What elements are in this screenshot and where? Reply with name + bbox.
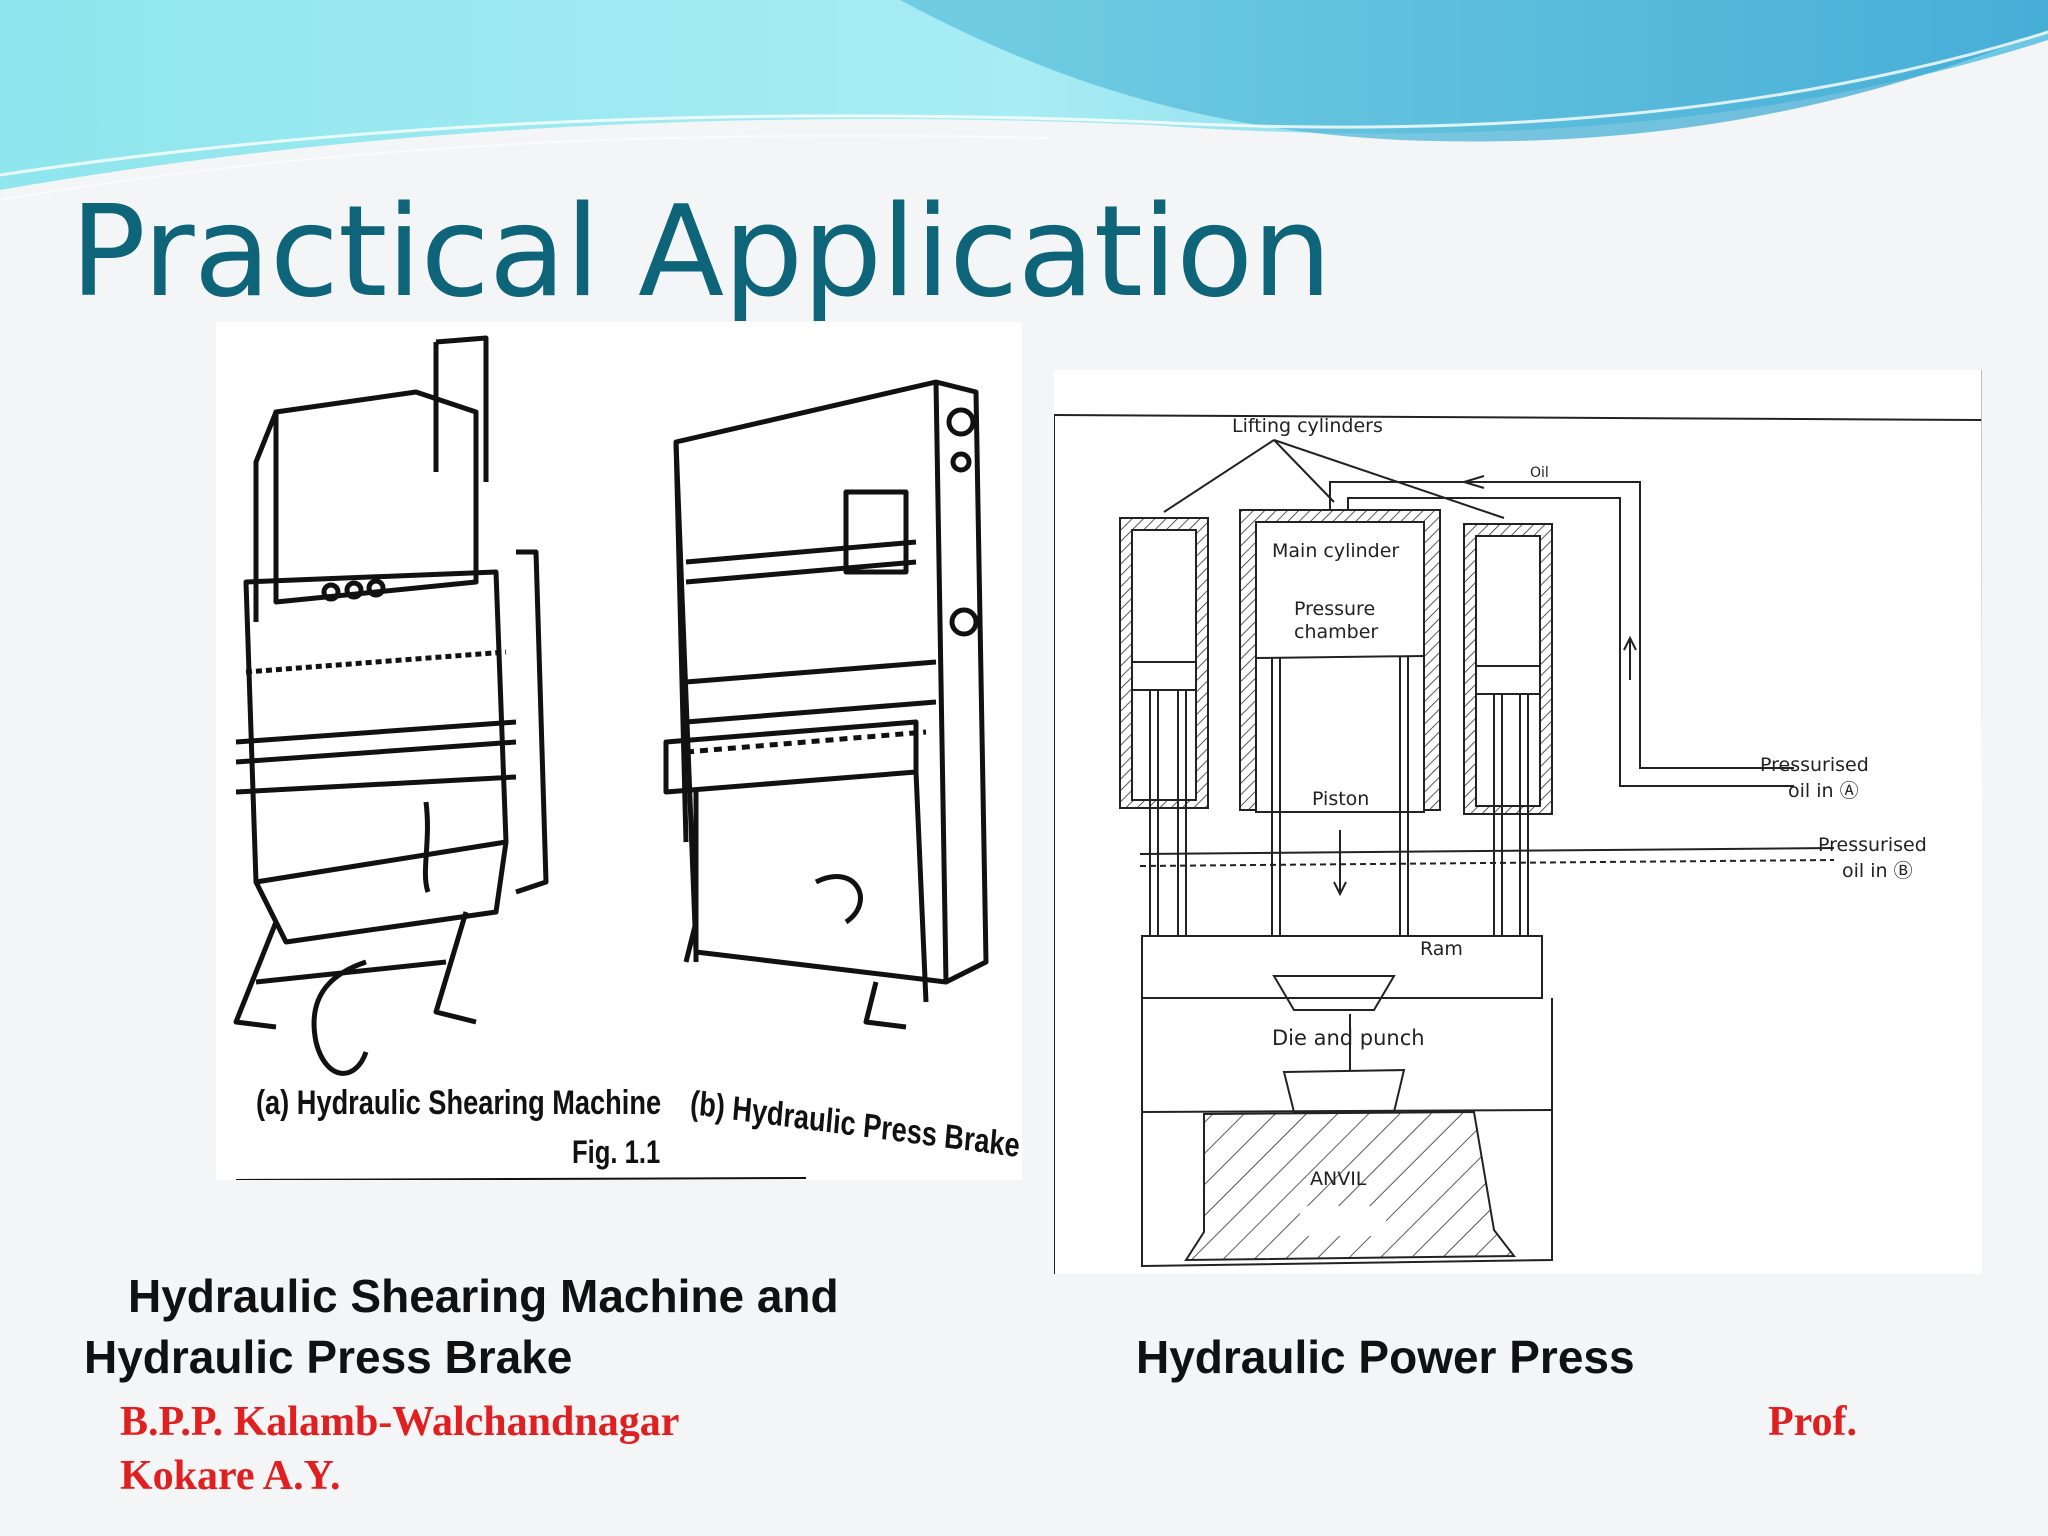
- footer-prof: Prof.: [1768, 1399, 1858, 1445]
- label-a-shearing-machine: (a) Hydraulic Shearing Machine: [256, 1084, 662, 1122]
- label-pressurised-b: Pressurised: [1818, 834, 1927, 856]
- slide-title: Practical Application: [70, 178, 1332, 325]
- label-die-and-punch: Die and punch: [1272, 1026, 1425, 1050]
- label-oil-in-b: oil in Ⓑ: [1842, 860, 1913, 882]
- machine-line-drawing: [233, 335, 989, 1180]
- label-oil: Oil: [1530, 465, 1549, 481]
- label-pressure: Pressure: [1294, 598, 1376, 620]
- label-piston: Piston: [1312, 788, 1370, 810]
- footer-institution: B.P.P. Kalamb-Walchandnagar: [120, 1399, 680, 1445]
- press-schematic: [1054, 370, 1982, 1274]
- footer-author: Kokare A.Y.: [120, 1453, 341, 1499]
- shearing-machine-press-brake-figure: (a) Hydraulic Shearing Machine (b) Hydra…: [216, 322, 1022, 1180]
- caption-left-line1: Hydraulic Shearing Machine and: [128, 1270, 839, 1322]
- caption-left-line2: Hydraulic Press Brake: [84, 1331, 573, 1383]
- label-ram: Ram: [1420, 938, 1463, 960]
- label-oil-in-a: oil in Ⓐ: [1788, 780, 1859, 802]
- figure-number: Fig. 1.1: [572, 1134, 661, 1170]
- header-wave-decoration: [0, 0, 2048, 201]
- label-lifting-cylinders: Lifting cylinders: [1232, 415, 1383, 437]
- caption-right: Hydraulic Power Press: [1136, 1331, 1635, 1383]
- hydraulic-power-press-diagram: Lifting cylinders Oil Main cylinder Pres…: [1054, 370, 1982, 1274]
- label-pressurised-a: Pressurised: [1760, 754, 1869, 776]
- label-main-cylinder: Main cylinder: [1272, 540, 1400, 562]
- label-chamber: chamber: [1294, 621, 1379, 643]
- label-anvil: ANVIL: [1310, 1168, 1367, 1190]
